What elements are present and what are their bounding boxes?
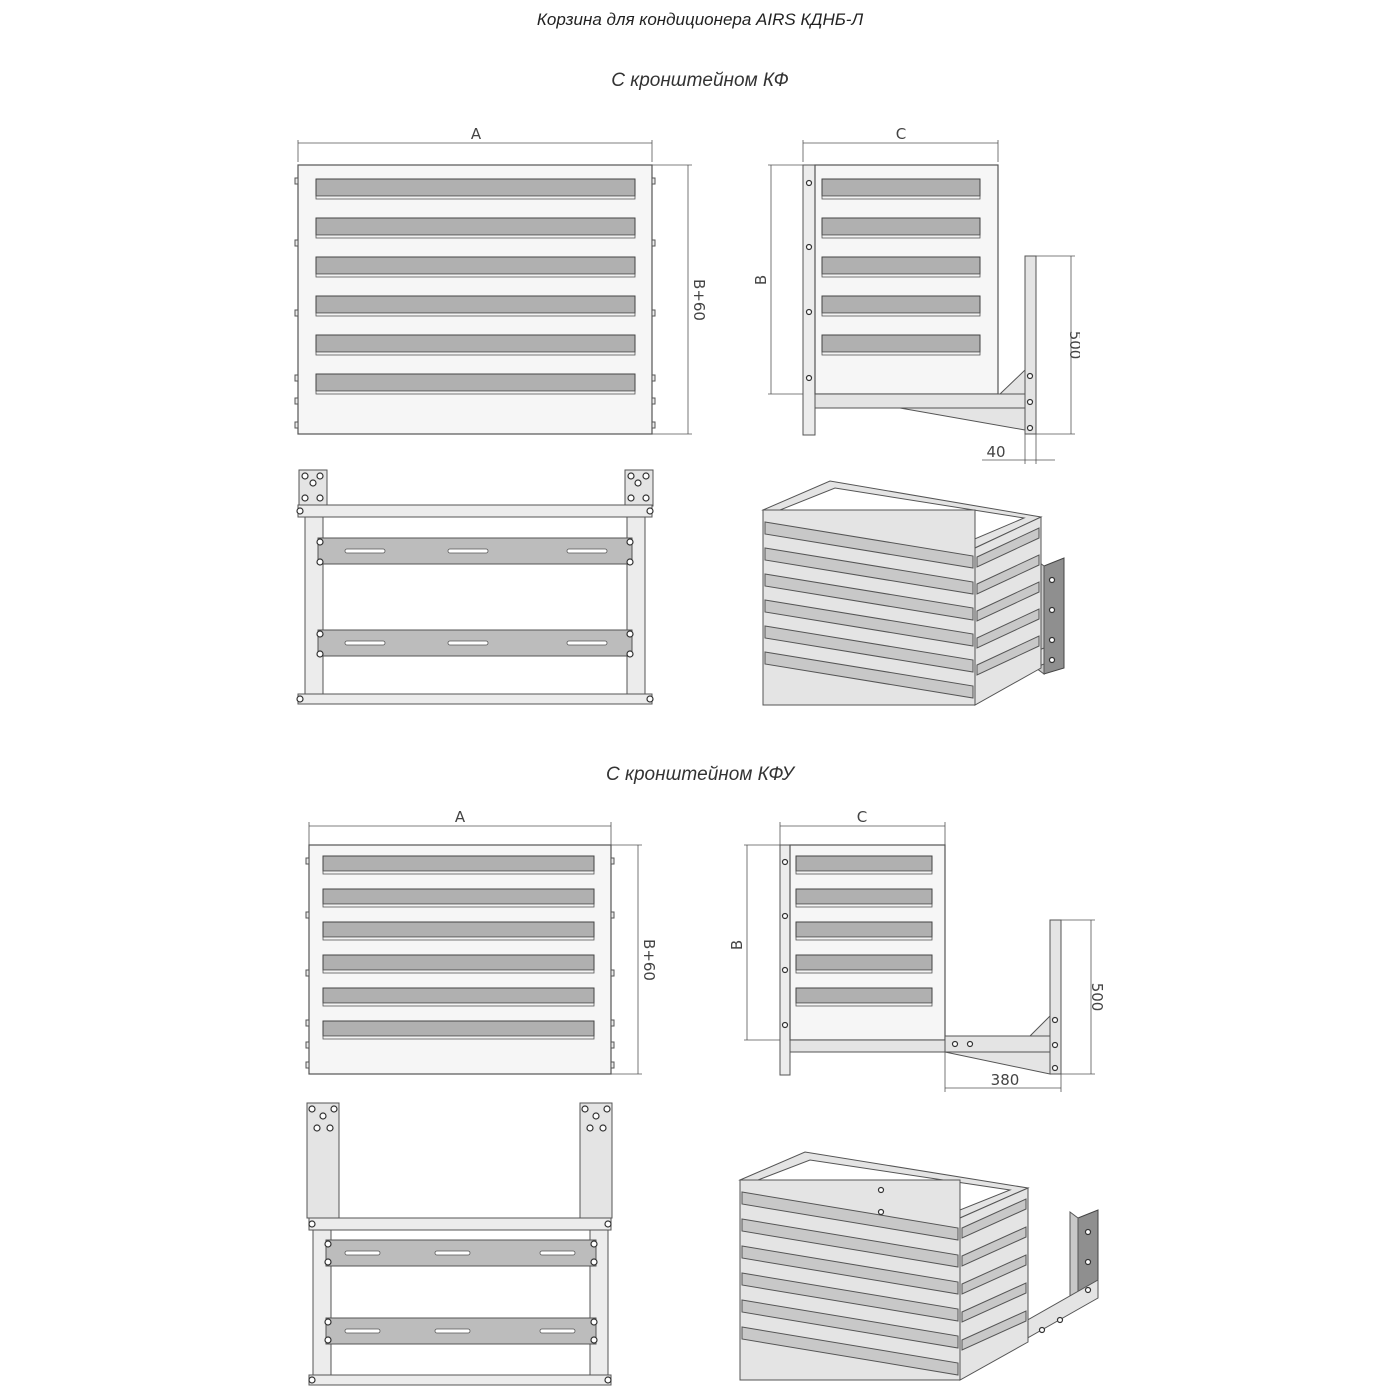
bracket-kfu bbox=[789, 919, 1062, 1075]
side-view-kf: C B 500 40 bbox=[752, 125, 1080, 464]
iso-view-kf bbox=[761, 480, 1065, 706]
top-view-kfu bbox=[306, 1102, 613, 1386]
front-slats bbox=[315, 178, 636, 395]
iso-side-slats-2 bbox=[961, 1198, 1027, 1351]
side-slats-2 bbox=[795, 855, 933, 1007]
bracket-kf bbox=[814, 255, 1037, 435]
side-depth-label: C bbox=[896, 125, 906, 143]
side-panel bbox=[814, 164, 999, 395]
top-rail-kf-lower bbox=[317, 629, 633, 657]
side-slats bbox=[821, 178, 981, 356]
bracket-height-label: 500 bbox=[1066, 331, 1080, 360]
section-heading-kfu: С кронштейном КФУ bbox=[606, 764, 794, 785]
top-rail-kf-upper bbox=[317, 537, 633, 565]
iso-view-kfu bbox=[738, 1151, 1099, 1381]
sheet-title: Корзина для кондиционера AIRS КДНБ-Л bbox=[536, 10, 864, 29]
side-panel-2 bbox=[789, 844, 946, 1041]
front-height-label-2: B+60 bbox=[640, 939, 658, 981]
side-view-kfu: C B 500 380 bbox=[728, 808, 1106, 1092]
top-rail-kfu-lower bbox=[325, 1317, 597, 1345]
section-heading-kf: С кронштейном КФ bbox=[611, 70, 789, 91]
iso-front-slats-2 bbox=[741, 1191, 959, 1376]
bracket-height-label-2: 500 bbox=[1088, 983, 1106, 1012]
iso-front-slats bbox=[764, 521, 974, 699]
front-view-kfu: A B+60 bbox=[305, 808, 658, 1075]
top-view-kf bbox=[296, 469, 654, 705]
side-height-label-2: B bbox=[728, 940, 746, 950]
front-slats-2 bbox=[322, 855, 595, 1040]
front-rivets bbox=[294, 177, 656, 429]
side-height-label: B bbox=[752, 275, 770, 285]
bracket-offset-label: 40 bbox=[986, 443, 1005, 461]
side-depth-label-2: C bbox=[857, 808, 867, 826]
front-view-kf: A B+60 bbox=[294, 125, 708, 435]
front-rivets-2 bbox=[305, 857, 615, 1069]
front-height-label: B+60 bbox=[690, 279, 708, 321]
bracket-offset-label-2: 380 bbox=[991, 1071, 1020, 1089]
top-rail-kfu-upper bbox=[325, 1239, 597, 1267]
front-width-label-2: A bbox=[455, 808, 466, 826]
iso-side-slats bbox=[976, 527, 1040, 676]
front-width-label: A bbox=[471, 125, 482, 143]
